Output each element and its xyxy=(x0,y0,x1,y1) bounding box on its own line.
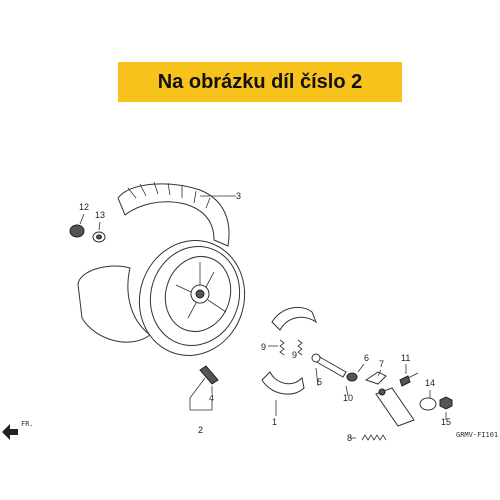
bolt xyxy=(399,372,419,387)
brake-shoe-upper xyxy=(271,306,318,331)
seal xyxy=(346,372,358,382)
callout-3: 3 xyxy=(236,191,241,201)
callout-2: 2 xyxy=(198,425,203,435)
brake-cam xyxy=(311,353,347,378)
brake-spring-right xyxy=(297,339,303,356)
part-number-banner: Na obrázku díl číslo 2 xyxy=(118,62,402,102)
banner-text: Na obrázku díl číslo 2 xyxy=(157,70,363,93)
callout-11: 11 xyxy=(401,353,410,363)
callout-5: 5 xyxy=(317,377,322,387)
nut xyxy=(439,396,453,410)
wheel-rim xyxy=(138,240,246,356)
callout-15: 15 xyxy=(441,417,451,427)
diagram-code: GRMV-FI101 xyxy=(456,431,498,439)
cap xyxy=(419,397,437,411)
callout-1: 1 xyxy=(272,417,277,427)
callout-6: 6 xyxy=(364,353,369,363)
callout-12: 12 xyxy=(79,202,89,212)
brake-shoe-lower xyxy=(261,371,305,395)
callout-7: 7 xyxy=(379,359,384,369)
brake-arm xyxy=(364,371,415,427)
callout-9-right: 9 xyxy=(292,350,297,360)
tire xyxy=(77,181,230,343)
washer xyxy=(92,231,106,243)
return-spring xyxy=(361,434,387,441)
brake-spring-left xyxy=(279,339,285,356)
axle-nut xyxy=(69,224,85,238)
callout-9-left: 9 xyxy=(261,342,266,352)
callout-4: 4 xyxy=(209,393,214,403)
callout-8: 8 xyxy=(347,433,352,443)
callout-10: 10 xyxy=(343,393,353,403)
callout-13: 13 xyxy=(95,210,105,220)
direction-label: FR. xyxy=(21,420,34,428)
valve-stem xyxy=(199,365,219,385)
leader-lines xyxy=(79,195,447,439)
direction-arrow xyxy=(2,424,18,440)
callout-14: 14 xyxy=(425,378,435,388)
